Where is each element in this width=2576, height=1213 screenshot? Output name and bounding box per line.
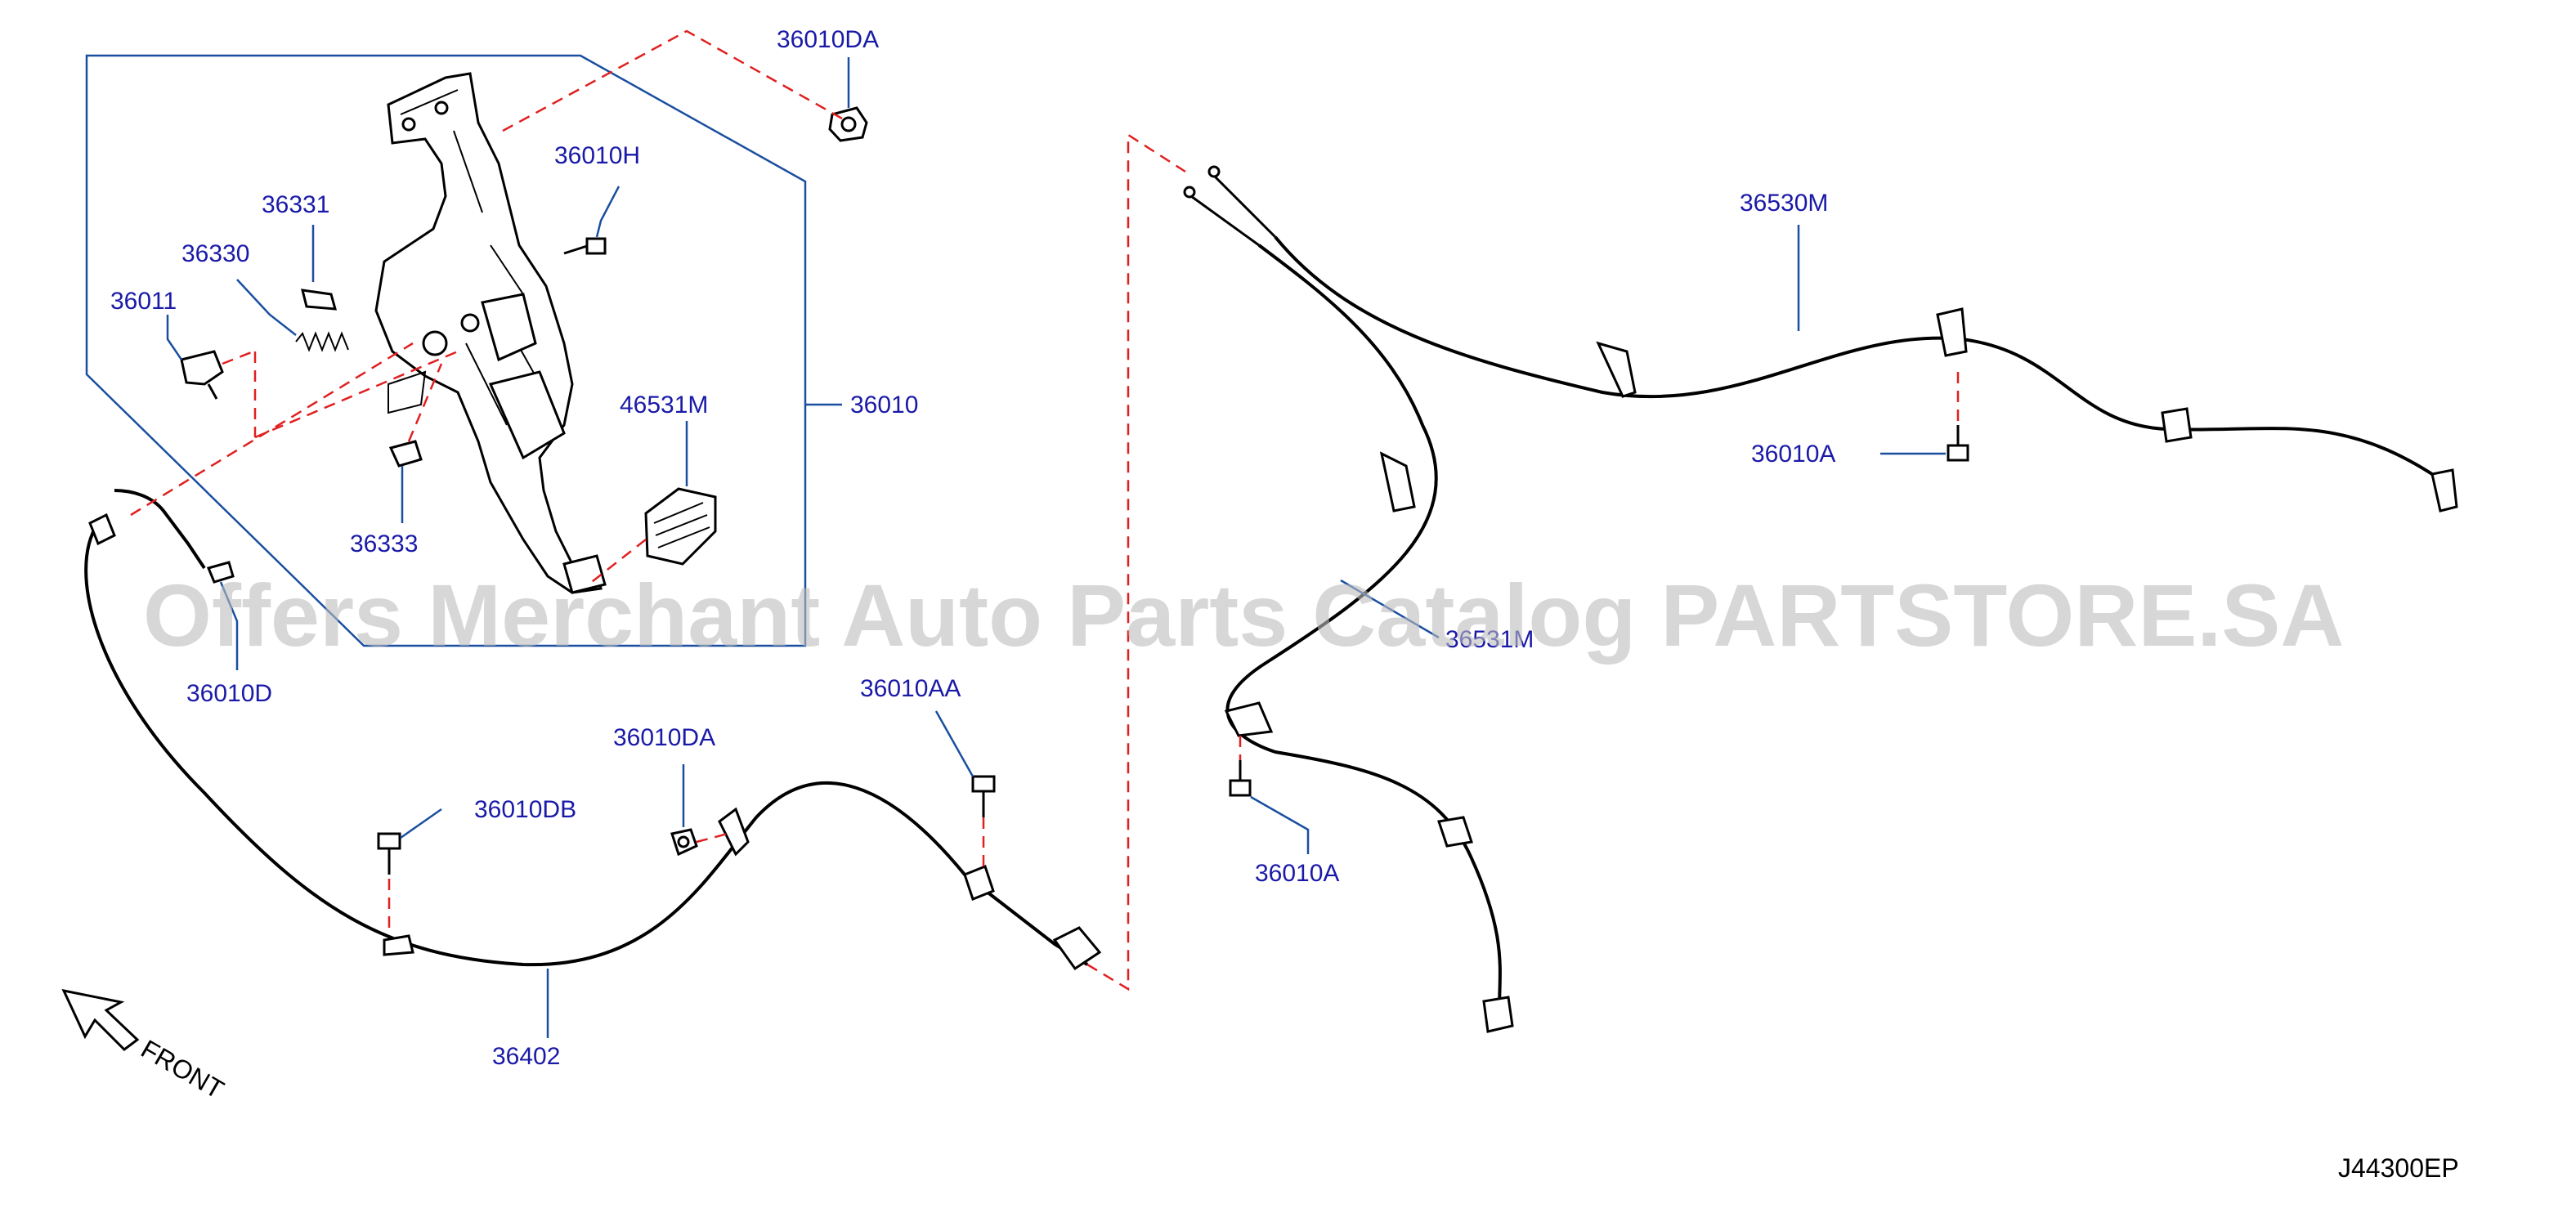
leader-36531M (1340, 579, 1440, 639)
spring-36330-icon (295, 331, 349, 352)
leader-36010AA (934, 710, 974, 777)
leader-36010A-lower (1250, 795, 1310, 854)
dash-36010DA-lower (696, 832, 728, 844)
label-36010AA: 36010AA (860, 675, 961, 702)
bolt-36010H-icon (563, 237, 607, 255)
label-36010H: 36010H (554, 142, 640, 169)
dash-36011 (222, 350, 459, 439)
leader-36010DB (400, 808, 442, 839)
brake-pedal-assembly (374, 72, 607, 594)
nut-36010DA-lower-icon (670, 828, 698, 857)
bolt-36010A-right-icon (1947, 425, 1969, 462)
bolt-36010DB-icon (377, 832, 401, 875)
label-36331: 36331 (262, 191, 329, 218)
leader-36010D (219, 581, 239, 670)
label-36011: 36011 (110, 288, 177, 315)
label-46531M: 46531M (620, 392, 708, 419)
leader-36011 (166, 315, 183, 360)
front-label: FRONT (137, 1034, 229, 1104)
pedal-pad-46531M-icon (644, 487, 717, 566)
clip-36010D-icon (206, 561, 235, 584)
label-36010D: 36010D (186, 680, 272, 707)
diagram-code: J44300EP (2338, 1153, 2459, 1183)
label-36402: 36402 (492, 1043, 560, 1070)
label-36010A-right: 36010A (1751, 441, 1835, 468)
pad-36331-icon (301, 289, 338, 311)
bolt-36010AA-icon (971, 775, 996, 817)
bolt-36010A-lower-icon (1229, 760, 1252, 797)
rear-brake-cable-36531M (1183, 186, 1514, 1033)
label-36010: 36010 (850, 392, 918, 419)
pedal-assembly-frame (85, 54, 807, 647)
dash-36333 (407, 363, 443, 442)
rear-brake-cable-36530M (1207, 165, 2458, 513)
label-36010DA-top: 36010DA (777, 26, 879, 53)
label-36330: 36330 (181, 240, 249, 267)
label-36010DB: 36010DB (474, 796, 576, 823)
dash-cable-junction (1086, 132, 1186, 991)
label-36333: 36333 (350, 530, 418, 557)
dash-46531M (588, 539, 647, 585)
dash-36010DA-top (502, 29, 843, 132)
front-brake-cable-36402 (84, 489, 1102, 971)
watermark: Offers Merchant Auto Parts Catalog PARTS… (143, 566, 2344, 665)
dash-36402-to-pedal (130, 342, 414, 517)
label-36010A-lower: 36010A (1255, 860, 1339, 887)
leader-36010H (595, 186, 620, 238)
nut-36010DA-top-icon (828, 106, 868, 142)
label-36530M: 36530M (1740, 190, 1828, 217)
switch-36011-icon (180, 350, 224, 400)
label-36010DA-lower: 36010DA (613, 724, 715, 751)
label-36531M: 36531M (1445, 626, 1534, 653)
leader-36330 (236, 279, 297, 336)
clip-36333-icon (388, 440, 423, 468)
front-arrow-icon (61, 988, 140, 1051)
